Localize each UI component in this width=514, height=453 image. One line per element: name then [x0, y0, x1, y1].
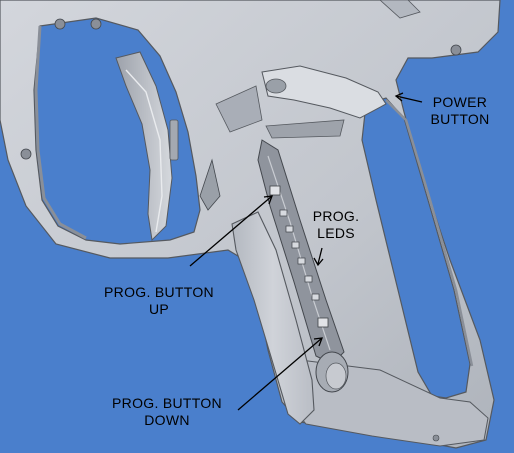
led-2	[285, 225, 294, 233]
trigger-highlight	[125, 69, 163, 233]
trigger-guard-inner-edge	[34, 25, 87, 240]
prog-button-down	[317, 317, 329, 328]
arrow-prog-button-up	[189, 195, 273, 267]
led-1	[279, 209, 288, 217]
prog-leds-label-line-1: PROG.	[312, 208, 360, 224]
screw-hole	[90, 18, 102, 30]
callout-arrows	[189, 92, 423, 411]
arrow-prog-button-down	[237, 337, 323, 411]
prog-leds-label-line-2: LEDS	[317, 225, 355, 241]
arrow-power-button	[395, 95, 423, 103]
prog-button-down-label: PROG. BUTTON DOWN	[92, 395, 242, 429]
prog-button-up	[269, 185, 281, 196]
prog-button-up-label-line-1: PROG. BUTTON	[104, 284, 214, 300]
top-rail-notch	[379, 0, 421, 19]
screw-hole	[450, 44, 462, 56]
screw-hole	[20, 148, 32, 160]
led-5	[304, 275, 313, 283]
grip-opening	[361, 97, 471, 399]
prog-button-up-label: PROG. BUTTON UP	[84, 284, 234, 318]
power-button-label-line-2: BUTTON	[430, 111, 490, 127]
power-button-housing	[261, 65, 387, 119]
power-switch-plate	[265, 119, 345, 139]
arrowhead-prog-leds	[313, 257, 324, 267]
screw-hole	[432, 434, 440, 442]
screw-hole	[54, 18, 66, 30]
trigger-tab	[169, 119, 179, 161]
frame-recess	[215, 85, 263, 133]
power-button-label: POWER BUTTON	[420, 94, 500, 128]
grip-opening-edge	[385, 99, 474, 367]
prog-button-down-label-line-2: DOWN	[144, 412, 190, 428]
arrow-prog-leds	[317, 247, 323, 265]
grip-side-panel	[231, 211, 315, 425]
led-4	[297, 257, 306, 265]
led-6	[311, 293, 320, 301]
battery-cylinder-end	[325, 362, 347, 390]
prog-button-up-label-line-2: UP	[148, 301, 170, 317]
led-3	[291, 241, 300, 249]
arrowhead-power-button	[394, 92, 404, 102]
prog-leds-label: PROG. LEDS	[306, 208, 366, 242]
prog-button-down-label-line-1: PROG. BUTTON	[112, 395, 222, 411]
arrowhead-prog-button-up	[263, 195, 273, 205]
frame-pin	[199, 158, 221, 211]
arrowhead-prog-button-down	[313, 337, 323, 347]
power-button	[265, 78, 287, 94]
power-button-label-line-1: POWER	[432, 94, 488, 110]
trigger-blade	[115, 51, 173, 242]
